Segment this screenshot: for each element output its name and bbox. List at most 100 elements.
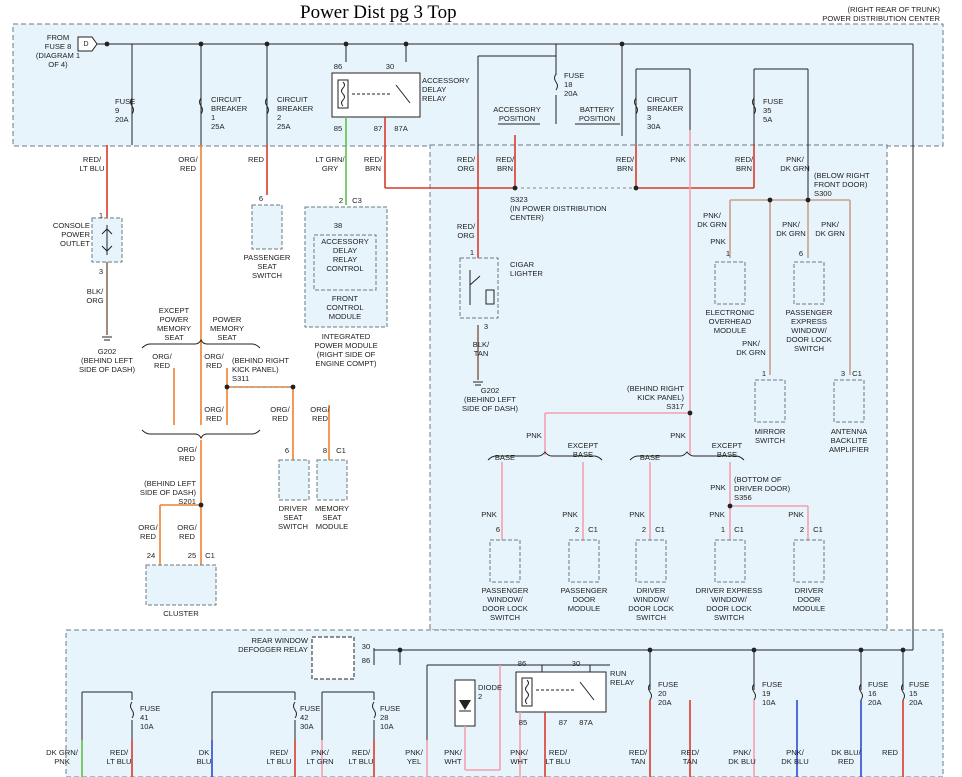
accessory-delay-relay-coil xyxy=(337,79,411,109)
fuse-19-label: FUSE 19 10A xyxy=(762,680,783,707)
wire-pnk-wht-1: PNK/ WHT xyxy=(444,748,462,766)
wire-red-ltblu-b4: RED/ LT BLU xyxy=(545,748,571,766)
wire-red-brn-2: RED/ BRN xyxy=(495,155,515,173)
pdc-header-note: (RIGHT REAR OF TRUNK) POWER DISTRIBUTION… xyxy=(822,5,940,23)
wire-pnk-dkgrn-3: PNK/ DK GRN xyxy=(776,220,806,238)
electronic-overhead-label: ELECTRONIC OVERHEAD MODULE xyxy=(705,308,755,335)
wire-red: RED xyxy=(247,155,265,164)
overhead-pin-1: 1 xyxy=(725,249,731,258)
fuse-35-label: FUSE 35 5A xyxy=(763,97,784,124)
wire-pnk-dkgrn-1: PNK/ DK GRN xyxy=(780,155,810,173)
fuse-20-label: FUSE 20 20A xyxy=(658,680,679,707)
acc-delay-control-label: ACCESSORY DELAY RELAY CONTROL xyxy=(321,237,369,273)
wire-org-red-4: ORG/ RED xyxy=(204,405,224,423)
driver-door-c1: C1 xyxy=(813,525,823,534)
wire-red-brn-4: RED/ BRN xyxy=(734,155,754,173)
cigar-pin-3: 3 xyxy=(483,322,489,331)
wire-pnk-yel: PNK/ YEL xyxy=(405,748,423,766)
splice-s201: (BEHIND LEFT SIDE OF DASH) S201 xyxy=(139,479,196,506)
battery-position-label: BATTERY POSITION xyxy=(578,105,616,123)
wire-red-ltblu-b1: RED/ LT BLU xyxy=(106,748,132,766)
wire-red-ltblu-b3: RED/ LT BLU xyxy=(348,748,374,766)
wire-pnk-1: PNK xyxy=(670,155,686,164)
rear-defogger-relay xyxy=(311,636,355,680)
console-outlet-symbol xyxy=(101,225,113,255)
wire-pnk-dkblu-2: PNK/ DK BLU xyxy=(781,748,809,766)
wire-pnk-dkblu-1: PNK/ DK BLU xyxy=(728,748,756,766)
driver-express-c1: C1 xyxy=(734,525,744,534)
wire-org-red-7: ORG/ RED xyxy=(177,445,197,463)
cigar-lighter-label: CIGAR LIGHTER xyxy=(510,260,543,278)
wire-pnk-2: PNK xyxy=(710,237,726,246)
wire-blk-org: BLK/ ORG xyxy=(86,287,104,305)
wire-red-bottom: RED xyxy=(881,748,899,757)
wire-pnk-10: PNK xyxy=(788,510,804,519)
driver-express-window-label: DRIVER EXPRESS WINDOW/ DOOR LOCK SWITCH xyxy=(695,586,763,622)
cluster-label: CLUSTER xyxy=(163,609,199,618)
ipm-label: INTEGRATED POWER MODULE (RIGHT SIDE OF E… xyxy=(314,332,378,368)
cluster-pin-24: 24 xyxy=(146,551,156,560)
splice-s311: (BEHIND RIGHT KICK PANEL) S311 xyxy=(232,356,289,383)
splice-s323: S323 (IN POWER DISTRIBUTION CENTER) xyxy=(510,195,607,222)
wire-pnk-3: PNK xyxy=(526,431,542,440)
wire-dkgrn-pnk: DK GRN/ PNK xyxy=(46,748,78,766)
pink-green-wires xyxy=(729,199,851,375)
wire-pnk-9: PNK xyxy=(709,510,725,519)
ground-g202-a: G202 (BEHIND LEFT SIDE OF DASH) xyxy=(78,347,136,374)
wire-pnk-dkgrn-2: PNK/ DK GRN xyxy=(697,211,727,229)
splice-dots xyxy=(104,41,906,653)
wire-pnk-wht-2: PNK/ WHT xyxy=(510,748,528,766)
wire-red-org-2: RED/ ORG xyxy=(456,222,476,240)
source-connector-label: D xyxy=(83,41,89,48)
wire-dk-blu: DK BLU xyxy=(196,748,212,766)
splice-s317: (BEHIND RIGHT KICK PANEL) S317 xyxy=(627,384,684,411)
driver-express-pin-1: 1 xyxy=(720,525,726,534)
ground-symbols xyxy=(102,336,483,386)
driver-window-switch-label: DRIVER WINDOW/ DOOR LOCK SWITCH xyxy=(628,586,674,622)
splice-s356: (BOTTOM OF DRIVER DOOR) S356 xyxy=(734,475,791,502)
accessory-delay-relay-label: ACCESSORY DELAY RELAY xyxy=(422,76,470,103)
wire-pnk-dkgrn-5: PNK/ DK GRN xyxy=(736,339,766,357)
ground-g202-b: G202 (BEHIND LEFT SIDE OF DASH) xyxy=(461,386,519,413)
wire-org-red-2: ORG/ RED xyxy=(152,352,172,370)
fuse-41-label: FUSE 41 10A xyxy=(140,704,161,731)
run-relay-pin-87a: 87A xyxy=(579,718,593,727)
ipm-connector-c3: C3 xyxy=(352,196,362,205)
antenna-amp-label: ANTENNA BACKLITE AMPLIFIER xyxy=(828,427,870,454)
wire-blk-tan: BLK/ TAN xyxy=(472,340,490,358)
wire-pnk-ltgrn: PNK/ LT GRN xyxy=(306,748,334,766)
run-relay-pin-86: 86 xyxy=(517,659,527,668)
circuit-breaker-1-label: CIRCUIT BREAKER 1 25A xyxy=(211,95,248,131)
memory-seat-pin-8: 8 xyxy=(322,446,328,455)
wire-red-ltblu: RED/ LT BLU xyxy=(79,155,105,173)
bottom-colored-wires xyxy=(81,700,862,777)
option-base-1: BASE xyxy=(494,453,516,462)
defogger-pin-30: 30 xyxy=(361,642,371,651)
memory-seat-connector-c1: C1 xyxy=(336,446,346,455)
wire-org-red-5: ORG/ RED xyxy=(270,405,290,423)
pass-door-pin-2: 2 xyxy=(574,525,580,534)
run-relay-coil xyxy=(521,677,595,707)
wire-red-org-1: RED/ ORG xyxy=(456,155,476,173)
fuse-16-label: FUSE 16 20A xyxy=(868,680,889,707)
run-relay-pin-30: 30 xyxy=(571,659,581,668)
mirror-pin-1: 1 xyxy=(761,369,767,378)
source-fuse-label: FROM FUSE 8 (DIAGRAM 1 OF 4) xyxy=(35,33,81,69)
cigar-lighter-symbol xyxy=(469,270,495,305)
red-wires xyxy=(106,117,904,777)
driver-seat-pin-6: 6 xyxy=(284,446,290,455)
run-relay-pin-87: 87 xyxy=(558,718,568,727)
console-outlet-label: CONSOLE POWER OUTLET xyxy=(52,221,90,248)
wire-org-red: ORG/ RED xyxy=(178,155,198,173)
defogger-pin-86: 86 xyxy=(361,656,371,665)
fuse-15-label: FUSE 15 20A xyxy=(909,680,930,707)
option-brackets xyxy=(141,338,745,461)
pass-door-module-label: PASSENGER DOOR MODULE xyxy=(560,586,608,613)
driver-door-module-label: DRIVER DOOR MODULE xyxy=(792,586,826,613)
acc-relay-pin-87a: 87A xyxy=(394,124,408,133)
fuse-glyphs xyxy=(130,73,905,719)
run-relay-label: RUN RELAY xyxy=(610,669,635,687)
brown-wires xyxy=(106,262,479,380)
fuse-18-label: FUSE 18 20A xyxy=(564,71,585,98)
